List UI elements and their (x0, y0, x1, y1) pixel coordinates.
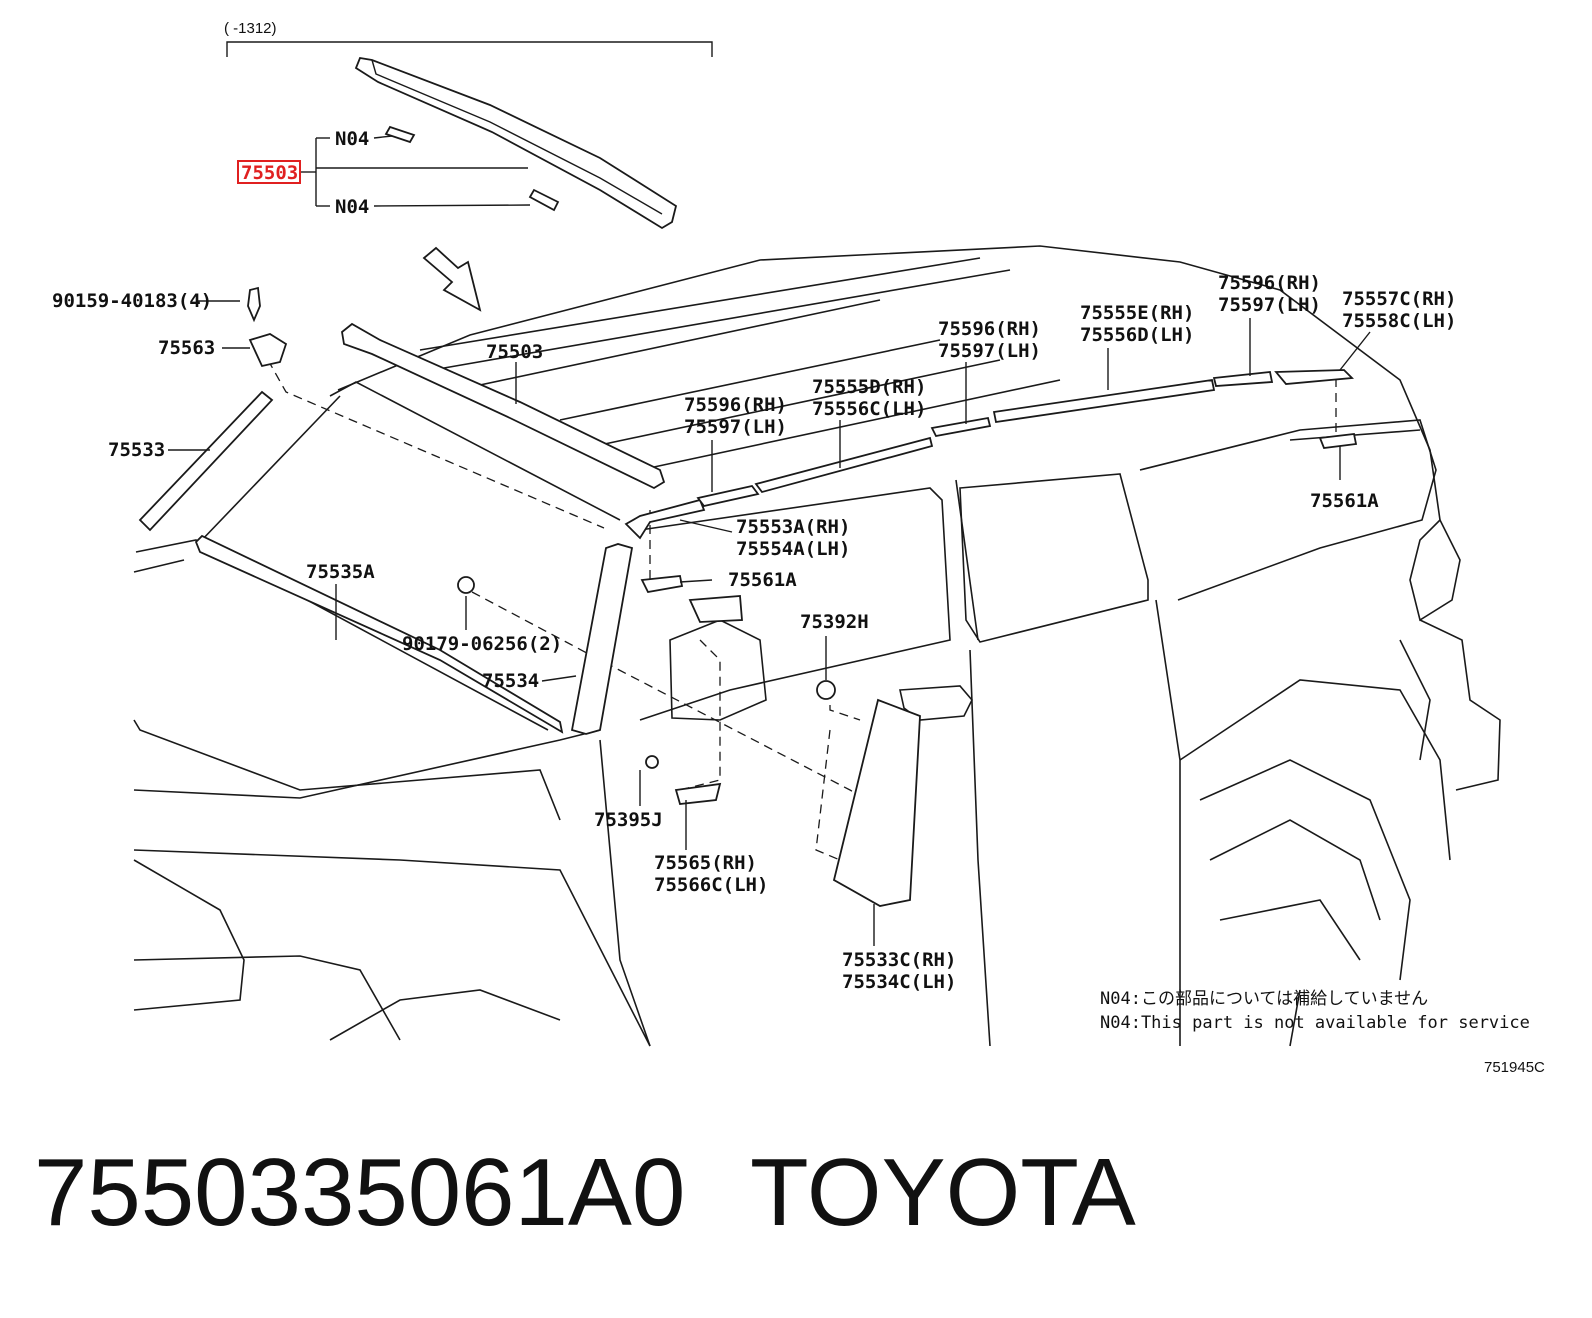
vehicle-body (133, 245, 1501, 1047)
label-75534: 75534 (482, 670, 539, 692)
label-75503-highlight[interactable]: 75503 (241, 162, 298, 184)
label-75557C-rh: 75557C(RH) (1342, 288, 1456, 310)
direction-arrow (422, 246, 482, 312)
label-90159-40183: 90159-40183(4) (52, 290, 212, 312)
label-75596-rh-a: 75596(RH) (684, 394, 787, 416)
top-bracket (226, 41, 713, 57)
label-75565-rh: 75565(RH) (654, 852, 757, 874)
label-90179-06256: 90179-06256(2) (402, 633, 562, 655)
label-75596-rh-b: 75596(RH) (938, 318, 1041, 340)
selected-part-highlight[interactable] (237, 160, 301, 184)
label-75503: 75503 (486, 341, 543, 363)
label-75597-lh-a: 75597(LH) (684, 416, 787, 438)
label-75533: 75533 (108, 439, 165, 461)
label-75392H: 75392H (800, 611, 869, 633)
label-75597-lh-b: 75597(LH) (938, 340, 1041, 362)
note-english: N04:This part is not available for servi… (1100, 1013, 1530, 1033)
label-75535A: 75535A (306, 561, 375, 583)
label-75596-rh-c: 75596(RH) (1218, 272, 1321, 294)
note-japanese: N04:この部品については補給していません (1100, 989, 1428, 1009)
label-n04-bottom: N04 (335, 196, 369, 218)
label-75561A-front: 75561A (728, 569, 797, 591)
label-75395J: 75395J (594, 809, 663, 831)
label-75533C-rh: 75533C(RH) (842, 949, 956, 971)
label-75554A-lh: 75554A(LH) (736, 538, 850, 560)
roof-moulding-detail (354, 56, 678, 230)
label-75558C-lh: 75558C(LH) (1342, 310, 1456, 332)
vehicle-parts (138, 286, 1358, 907)
label-75566C-lh: 75566C(LH) (654, 874, 768, 896)
label-75597-lh-c: 75597(LH) (1218, 294, 1321, 316)
callout-75503-tree (300, 135, 531, 207)
figure-number: 751945C (1484, 1059, 1545, 1076)
label-75556D-lh: 75556D(LH) (1080, 324, 1194, 346)
bracket-note: ( -1312) (224, 20, 277, 37)
label-75534C-lh: 75534C(LH) (842, 971, 956, 993)
brand-name: TOYOTA (750, 1139, 1136, 1246)
label-75561A-rear: 75561A (1310, 490, 1379, 512)
label-75563: 75563 (158, 337, 215, 359)
label-75555E-rh: 75555E(RH) (1080, 302, 1194, 324)
part-number: 7550335061A0 (34, 1139, 685, 1246)
label-75553A-rh: 75553A(RH) (736, 516, 850, 538)
label-75556C-lh: 75556C(LH) (812, 398, 926, 420)
label-n04-top: N04 (335, 128, 369, 150)
label-leaders (168, 300, 1371, 946)
label-75555D-rh: 75555D(RH) (812, 376, 926, 398)
